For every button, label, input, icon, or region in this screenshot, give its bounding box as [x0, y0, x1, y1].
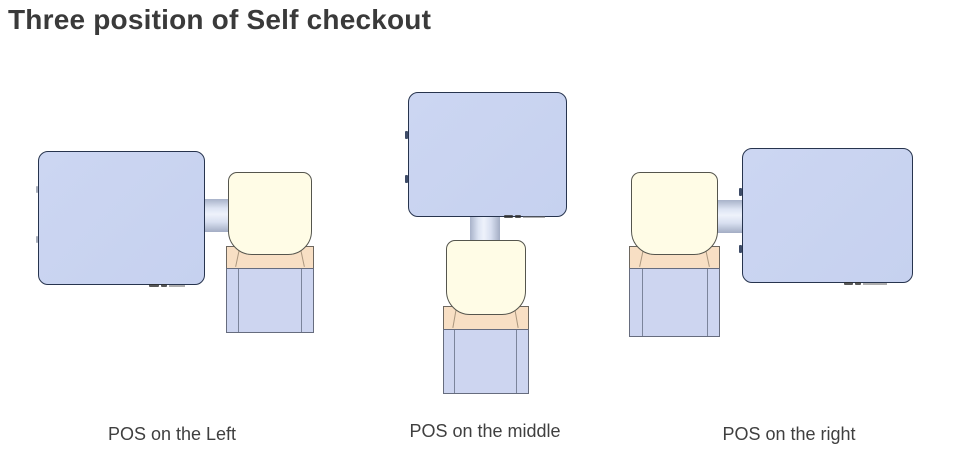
port-mark: [504, 215, 513, 218]
side-button-mark: [36, 236, 38, 243]
side-button-mark: [405, 175, 408, 183]
caption-pos-middle: POS on the middle: [409, 421, 561, 441]
pedestal-seam: [642, 269, 643, 336]
connector-arm: [203, 199, 230, 232]
pedestal-seam: [707, 269, 708, 336]
pos-screen: [408, 92, 567, 217]
page-title: Three position of Self checkout: [8, 4, 432, 35]
scanner-housing: [631, 172, 718, 255]
connector-arm: [716, 200, 744, 233]
pedestal-seam: [238, 269, 239, 332]
pos-screen: [742, 148, 913, 283]
caption-pos-left: POS on the Left: [107, 424, 237, 444]
connector-arm: [470, 215, 500, 242]
port-mark: [161, 284, 167, 287]
band-seam: [452, 309, 457, 328]
band-seam: [514, 309, 519, 328]
side-button-mark: [739, 188, 742, 196]
port-mark: [844, 282, 853, 285]
pedestal-seam: [454, 330, 455, 393]
port-mark: [863, 283, 887, 285]
caption-pos-right: POS on the right: [722, 424, 856, 444]
port-mark: [855, 282, 861, 285]
port-mark: [515, 215, 521, 218]
side-button-mark: [405, 131, 408, 139]
band-seam: [300, 249, 305, 267]
pedestal-seam: [301, 269, 302, 332]
scanner-housing: [446, 240, 526, 315]
port-mark: [523, 216, 545, 218]
checkout-pedestal: [443, 329, 529, 394]
side-button-mark: [36, 186, 38, 193]
port-mark: [149, 284, 159, 287]
pos-screen: [38, 151, 205, 285]
pedestal-seam: [516, 330, 517, 393]
scanner-housing: [228, 172, 312, 255]
side-button-mark: [739, 245, 742, 253]
port-mark: [169, 285, 185, 287]
checkout-pedestal: [629, 268, 720, 337]
checkout-pedestal: [226, 268, 314, 333]
